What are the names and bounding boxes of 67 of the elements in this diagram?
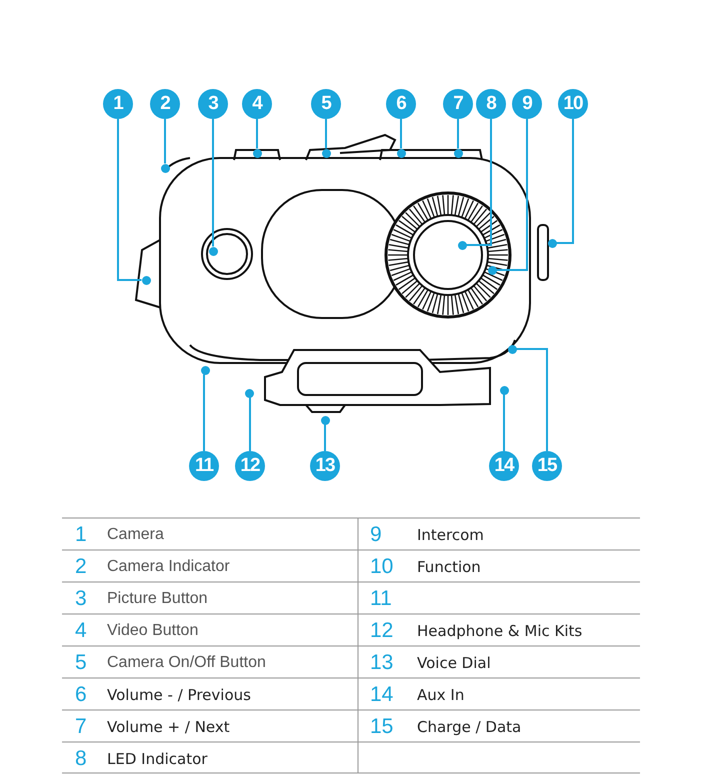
- item-number: 10: [370, 555, 394, 579]
- part-name: Camera On/Off Button: [107, 654, 266, 672]
- leader-line: [212, 119, 214, 246]
- part-marker-dot: [160, 164, 170, 172]
- part-name: LED Indicator: [107, 750, 208, 768]
- callout-number: 10: [558, 89, 588, 119]
- part-name: Function: [417, 558, 481, 576]
- item-number: 2: [75, 555, 87, 579]
- leader-line: [324, 424, 326, 451]
- item-number: 4: [75, 619, 87, 643]
- part-marker-dot: [252, 148, 262, 158]
- part-marker-dot: [244, 388, 254, 398]
- leader-line: [325, 119, 327, 148]
- leader-line: [164, 119, 166, 164]
- leader-line: [400, 119, 402, 148]
- callout-number: 12: [235, 451, 265, 481]
- part-marker-dot: [320, 416, 330, 424]
- leader-line: [516, 348, 548, 451]
- part-name: Headphone & Mic Kits: [417, 622, 582, 640]
- callout-number: 4: [242, 89, 272, 119]
- leader-line: [503, 394, 505, 451]
- part-name: Volume - / Previous: [107, 686, 251, 704]
- part-name: Picture Button: [107, 590, 208, 608]
- leader-line: [457, 119, 459, 148]
- item-number: 5: [75, 651, 87, 675]
- leader-line: [556, 119, 574, 244]
- leader-line: [256, 119, 258, 148]
- leader-line: [466, 119, 492, 246]
- item-number: 6: [75, 683, 87, 707]
- callout-number: 8: [476, 89, 506, 119]
- part-marker-dot: [500, 386, 508, 394]
- leader-line: [117, 119, 142, 281]
- item-number: 13: [370, 651, 394, 675]
- part-name: Volume + / Next: [107, 718, 230, 736]
- item-number: 3: [75, 587, 87, 611]
- item-number: 12: [370, 619, 394, 643]
- callout-number: 1: [103, 89, 133, 119]
- item-number: 11: [370, 587, 392, 611]
- callout-number: 3: [198, 89, 228, 119]
- part-marker-dot: [396, 148, 406, 158]
- item-number: 8: [75, 747, 87, 771]
- part-name: Intercom: [417, 526, 484, 544]
- callout-number: 11: [189, 451, 219, 481]
- item-number: 15: [370, 715, 394, 739]
- item-number: 14: [370, 683, 394, 707]
- part-name: Video Button: [107, 622, 198, 640]
- part-name: Camera Indicator: [107, 558, 230, 576]
- item-number: 9: [370, 523, 382, 547]
- callout-number: 15: [532, 451, 562, 481]
- part-name: Aux In: [417, 686, 464, 704]
- callout-number: 6: [386, 89, 416, 119]
- callout-number: 5: [311, 89, 341, 119]
- callout-number: 14: [489, 451, 519, 481]
- callout-number: 7: [443, 89, 473, 119]
- callout-number: 9: [512, 89, 542, 119]
- leader-line: [496, 119, 528, 271]
- callout-number: 13: [310, 451, 340, 481]
- part-marker-dot: [454, 148, 462, 158]
- part-name: Camera: [107, 526, 164, 544]
- item-number: 7: [75, 715, 87, 739]
- part-marker-dot: [200, 366, 210, 374]
- part-name: Charge / Data: [417, 718, 522, 736]
- callout-number: 2: [150, 89, 180, 119]
- leader-line: [249, 398, 251, 451]
- item-number: 1: [75, 523, 87, 547]
- part-marker-dot: [142, 276, 150, 284]
- part-name: Voice Dial: [417, 654, 491, 672]
